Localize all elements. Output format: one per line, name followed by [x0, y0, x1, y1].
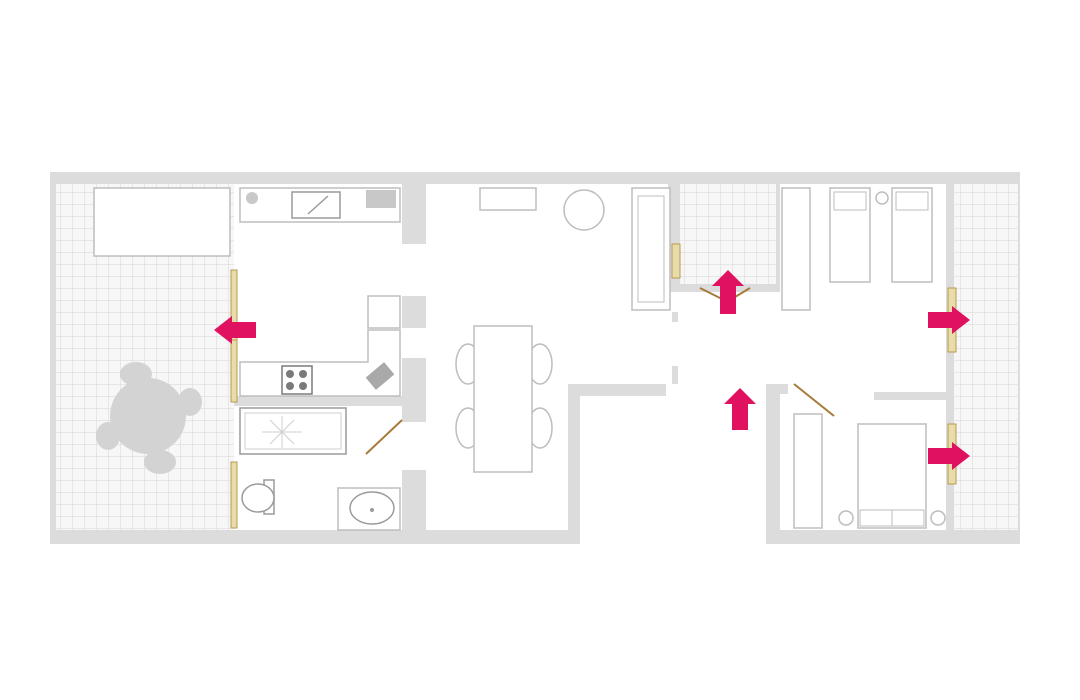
markers [214, 270, 970, 470]
bathroom [239, 407, 401, 531]
arrow-right-icon [928, 306, 970, 334]
arrow-up-icon [724, 388, 756, 430]
double-bedroom [793, 413, 946, 529]
arrow-up-icon [712, 270, 744, 314]
right-terrace [954, 184, 1018, 530]
living-room [455, 187, 671, 473]
kitchen [239, 187, 401, 397]
twin-bedroom [781, 187, 933, 311]
round-dining-table [96, 362, 202, 474]
door-swings [365, 287, 835, 455]
walls [50, 172, 1020, 544]
arrow-left-icon [214, 316, 256, 344]
lounger [93, 187, 231, 257]
arrow-right-icon [928, 442, 970, 470]
